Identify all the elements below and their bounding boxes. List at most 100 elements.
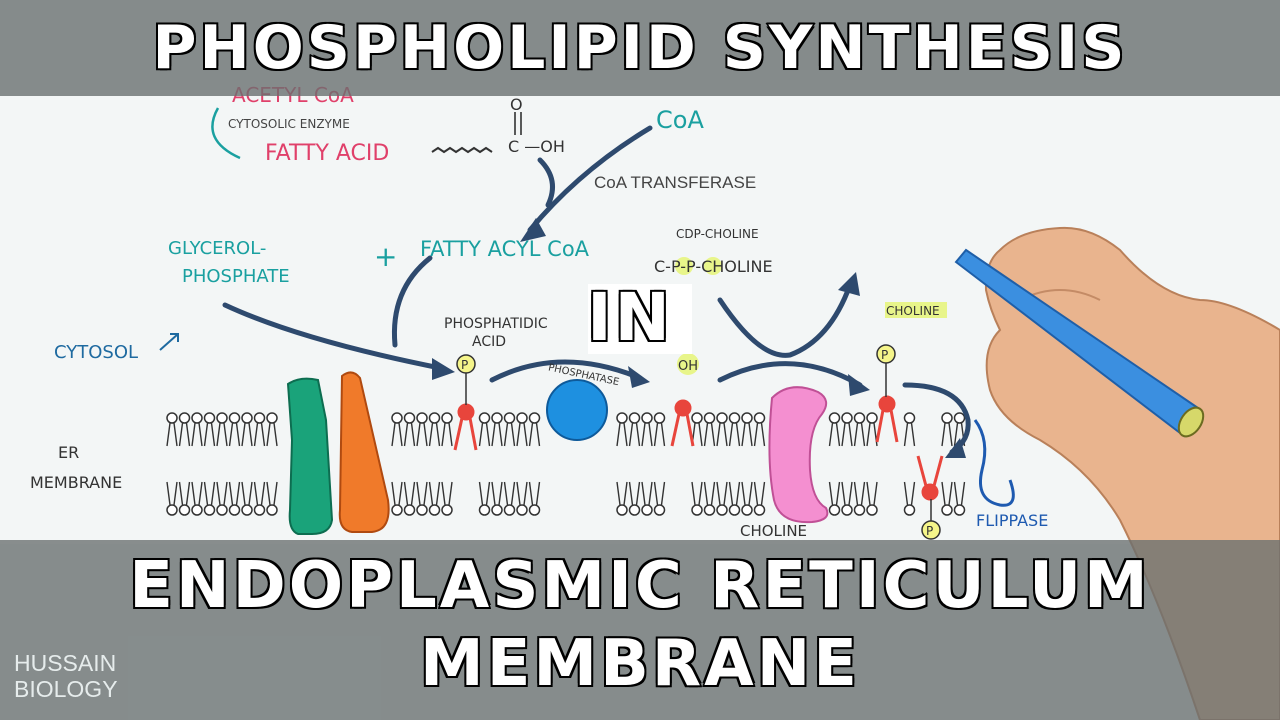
arrow-dag-to-pc (717, 361, 863, 388)
cdp-p1-highlight (675, 257, 693, 275)
lipid-head (266, 504, 278, 516)
lipid-head (478, 504, 491, 516)
brand-line-2: BIOLOGY (14, 676, 118, 702)
label-fatty-acid: FATTY ACID (265, 141, 389, 166)
lipid-head (616, 504, 628, 516)
lipid-head (828, 412, 841, 424)
upper-leaflet-lipid-33 (903, 412, 916, 447)
lipid-tails (828, 481, 841, 506)
upper-leaflet-lipid-16 (503, 412, 516, 447)
lipid-tails (166, 481, 178, 506)
lower-leaflet-lipid-0 (166, 481, 178, 516)
lipid-tails (203, 422, 216, 447)
upper-leaflet-lipid-17 (516, 412, 528, 447)
upper-leaflet-lipid-10 (403, 412, 416, 447)
title-line-1: PHOSPHOLIPID SYNTHESIS (151, 12, 1128, 85)
cytosol-arrow (159, 333, 179, 351)
lipid-tails (416, 422, 428, 447)
lipid-head (716, 412, 728, 424)
lipid-tails (853, 422, 866, 447)
upper-leaflet-lipid-11 (416, 412, 428, 447)
lipid-head (253, 504, 266, 516)
lower-leaflet-lipid-7 (253, 481, 266, 516)
lipid-tails (178, 422, 191, 447)
lipid-tails (653, 481, 666, 506)
lipid-head (941, 504, 953, 516)
lipid-tails (716, 422, 728, 447)
lipid-head (528, 412, 541, 424)
lipid-tails (191, 422, 203, 447)
lipid-tails (653, 422, 666, 447)
lipid-head (516, 504, 528, 516)
pa-tails (453, 417, 478, 451)
lipid-head (728, 504, 741, 516)
lipid-head (441, 504, 453, 516)
label-phosphatidic: PHOSPHATIDIC (444, 316, 548, 332)
arrow-heads (432, 218, 966, 458)
marker-cap-end (1177, 406, 1205, 438)
lipid-tails (753, 422, 766, 447)
lipid-head (516, 412, 528, 424)
lower-leaflet-lipid-27 (741, 481, 753, 516)
upper-leaflet-lipid-19 (616, 412, 628, 447)
arrow-flip (902, 382, 971, 455)
lipid-tails (828, 422, 841, 447)
arrowhead-6 (945, 438, 966, 458)
lower-leaflet-lipid-5 (228, 481, 241, 516)
lipid-head (503, 412, 516, 424)
lower-leaflet-lipid-17 (516, 481, 528, 516)
lipid-head (491, 504, 503, 516)
lipid-head (691, 412, 703, 424)
bottom-title-banner (0, 540, 1280, 720)
lipid-tails (728, 422, 741, 447)
lower-leaflet-lipid-24 (703, 481, 716, 516)
upper-leaflet-lipid-21 (641, 412, 653, 447)
upper-leaflet-lipid-7 (253, 412, 266, 447)
lower-leaflet-lipid-23 (691, 481, 703, 516)
label-fatty-acyl-coa: FATTY ACYL CoA (420, 237, 590, 261)
lipid-head (953, 504, 966, 516)
lipid-head (403, 412, 416, 424)
lower-leaflet-lipid-3 (203, 481, 216, 516)
upper-leaflet-lipid-34 (941, 412, 953, 447)
brand-line-1: HUSSAIN (14, 650, 117, 676)
lipid-tails (841, 422, 853, 447)
lipid-head (903, 412, 916, 424)
lipid-tails (403, 422, 416, 447)
arrow-pa-to-dag (489, 359, 643, 383)
lower-leaflet-lipid-12 (428, 481, 441, 516)
lipid-tails (266, 481, 278, 506)
upper-leaflet-lipid-3 (203, 412, 216, 447)
lipid-tails (716, 481, 728, 506)
lipid-tails (391, 422, 403, 447)
lower-leaflet-lipid-15 (491, 481, 503, 516)
lipid-tails (428, 422, 441, 447)
upper-leaflet-lipid-12 (428, 412, 441, 447)
lipid-head (428, 504, 441, 516)
label-flippase: FLIPPASE (976, 511, 1048, 530)
lipid-tails (441, 422, 453, 447)
lipid-head (528, 504, 541, 516)
lipid-tails (391, 481, 403, 506)
label-carboxyl: C —OH (508, 137, 565, 156)
upper-leaflet-lipid-6 (241, 412, 253, 447)
label-cytosol: CYTOSOL (54, 342, 138, 363)
upper-leaflet-lipid-9 (391, 412, 403, 447)
in-title-backdrop (588, 284, 692, 354)
lipid-head (853, 504, 866, 516)
lipid-head (828, 504, 841, 516)
upper-leaflet-lipid-32 (866, 412, 878, 447)
lipid-head (191, 412, 203, 424)
lipid-tails (216, 422, 228, 447)
upper-leaflet-lipid-29 (828, 412, 841, 447)
cdp-p2-highlight (704, 257, 722, 275)
label-acid: ACID (472, 334, 506, 350)
lipid-head (266, 412, 278, 424)
lipid-head (203, 504, 216, 516)
top-title-banner (0, 0, 1280, 96)
lipid-head (416, 412, 428, 424)
lipid-head (253, 412, 266, 424)
label-er: ER (58, 443, 79, 462)
lipid-head (866, 504, 878, 516)
lipid-head (941, 412, 953, 424)
